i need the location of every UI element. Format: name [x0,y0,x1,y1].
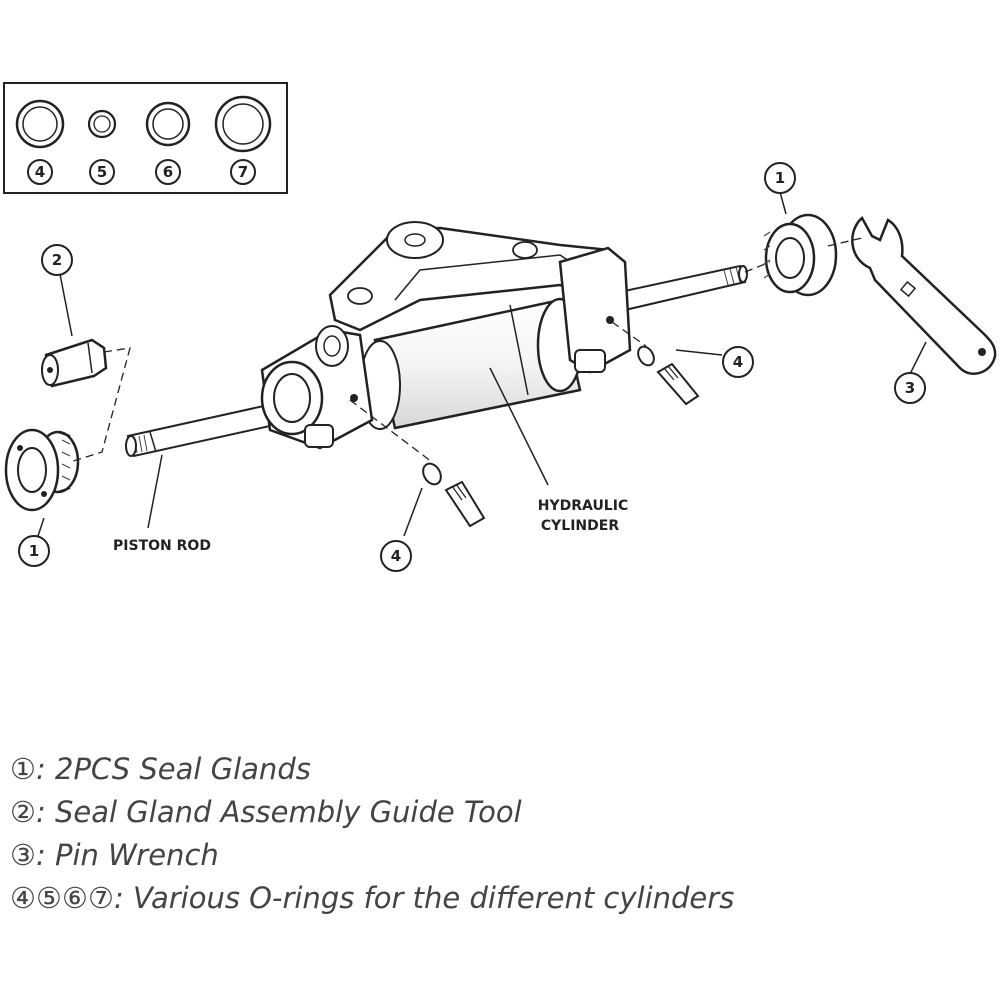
hydraulic-cylinder-body [359,297,584,430]
cylinder-left-cap [260,325,374,450]
oring-inset: 4 5 6 7 [3,82,288,194]
svg-text:5: 5 [97,163,107,181]
callout-1-right: 1 [764,162,796,194]
svg-text:1: 1 [29,542,39,560]
inset-callout-6: 6 [155,159,181,185]
inset-callout-5: 5 [89,159,115,185]
svg-text:4: 4 [391,547,401,565]
callout-3: 3 [894,372,926,404]
cylinder-right-cap [558,246,632,374]
piston-rod-label: PISTON ROD [113,538,211,554]
svg-text:6: 6 [163,163,173,181]
oring-7-icon [214,95,272,153]
leader-lines [37,191,927,537]
hydraulic-label-line2: CYLINDER [541,518,619,534]
legend-item-pin-wrench: ③: Pin Wrench [10,838,219,872]
callout-4-right: 4 [722,346,754,378]
svg-text:2: 2 [52,251,62,269]
oring-4-icon [15,99,65,149]
legend-item-o-rings: ④⑤⑥⑦: Various O-rings for the different … [10,881,735,915]
seal-gland-left [4,428,80,512]
inset-callout-7: 7 [230,159,256,185]
callout-4-lower: 4 [380,540,412,572]
parts-legend: ①: 2PCS Seal Glands ②: Seal Gland Assemb… [10,748,990,920]
callout-2: 2 [41,244,73,276]
rod-right [618,264,748,312]
legend-item-seal-glands: ①: 2PCS Seal Glands [10,752,311,786]
guide-tool [41,338,108,388]
svg-text:4: 4 [733,353,743,371]
svg-text:4: 4 [35,163,45,181]
fitting-right [637,345,700,406]
svg-text:1: 1 [775,169,785,187]
hydraulic-label-line1: HYDRAULIC [538,498,628,514]
inset-callout-4: 4 [27,159,53,185]
callout-1-left: 1 [18,535,50,567]
assembly-guides [69,237,863,463]
svg-text:3: 3 [905,379,915,397]
oring-5-icon [87,109,117,139]
legend-item-guide-tool: ②: Seal Gland Assembly Guide Tool [10,795,522,829]
oring-6-icon [145,101,191,147]
fitting-lower [422,462,486,528]
seal-gland-right [763,213,838,297]
pin-wrench [851,216,997,375]
svg-text:7: 7 [238,163,248,181]
